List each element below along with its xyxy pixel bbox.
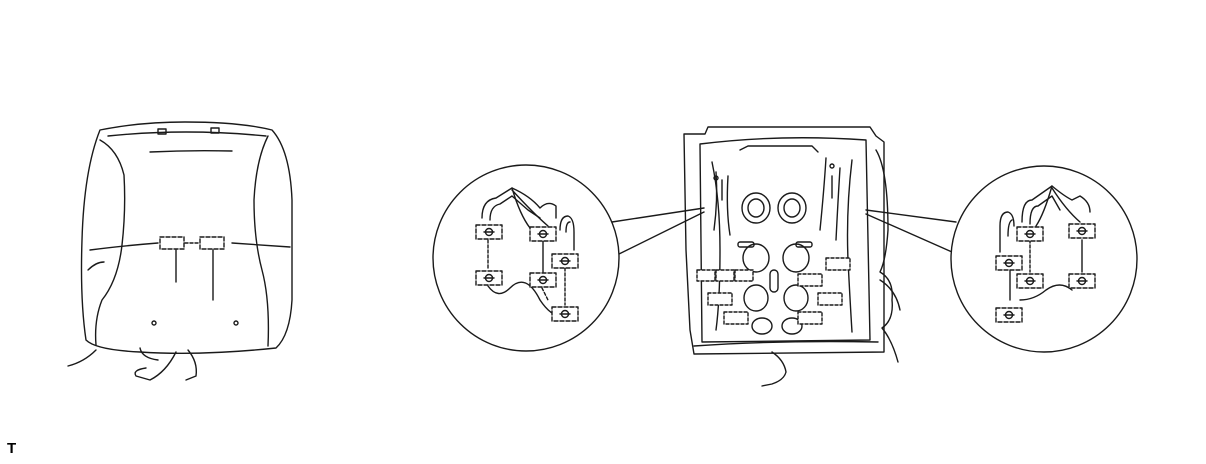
- hog-ring-clip: [1069, 224, 1095, 238]
- detail-wire: [512, 188, 548, 228]
- detail-wire: [482, 188, 556, 218]
- frame-slot: [770, 270, 778, 292]
- bottom-edge: [694, 342, 878, 347]
- seatback-frame-rear: [684, 127, 900, 386]
- cover-outline: [82, 122, 293, 353]
- detail-wire: [1000, 212, 1014, 252]
- hog-ring-clip: [200, 237, 224, 249]
- headrest-hole-left: [158, 129, 166, 134]
- frame-opening: [784, 285, 808, 311]
- frame-opening: [742, 193, 770, 223]
- hog-ring-clip: [160, 237, 184, 249]
- hog-ring-clip: [708, 293, 732, 305]
- detail-wire: [490, 196, 540, 220]
- frame-slot: [738, 242, 754, 247]
- hog-ring-clip: [798, 274, 822, 286]
- detail-circle-left: [433, 165, 619, 351]
- hog-ring-clip: [735, 270, 753, 281]
- hog-ring-clip: [818, 293, 842, 305]
- frame-opening: [784, 199, 800, 217]
- frame-opening: [778, 193, 806, 223]
- detail-wire: [566, 222, 570, 232]
- harness-wire: [714, 172, 730, 235]
- frame-opening: [748, 199, 764, 217]
- hog-ring-clip: [716, 270, 734, 281]
- hog-ring-clip: [530, 273, 556, 287]
- side-strap: [876, 150, 898, 362]
- hog-ring-clip: [552, 307, 578, 321]
- hog-ring-clip: [1017, 274, 1043, 288]
- detail-wire: [1022, 186, 1090, 222]
- detail-wire: [1008, 220, 1012, 236]
- hog-ring-clip: [552, 254, 578, 268]
- frame-opening: [783, 244, 809, 272]
- frame-opening: [743, 244, 769, 272]
- bottom-strap: [135, 348, 196, 380]
- frame-opening: [752, 318, 772, 334]
- detail-wire: [1030, 196, 1060, 224]
- pad-left-bolster: [712, 162, 720, 330]
- frame-opening: [782, 318, 802, 334]
- hog-ring-clip: [476, 225, 502, 239]
- side-strap: [880, 280, 900, 310]
- fastener-dot: [152, 321, 156, 325]
- frame-slot: [796, 242, 812, 247]
- harness-connector: [830, 164, 834, 168]
- fastener-dot: [234, 321, 238, 325]
- bottom-strap-wire: [68, 350, 96, 366]
- detail-wire: [1036, 186, 1080, 226]
- hog-ring-clip: [996, 256, 1022, 270]
- detail-wire: [1010, 270, 1072, 300]
- bottom-cable: [762, 352, 786, 386]
- hog-ring-clip: [530, 227, 556, 241]
- cover-top-edge: [108, 132, 266, 136]
- hog-ring-clip: [826, 258, 850, 270]
- cover-waist-seam: [90, 243, 290, 250]
- corner-label: T: [7, 440, 17, 457]
- magnifier-circle: [433, 165, 619, 351]
- callout-leaders: [612, 208, 956, 254]
- hog-ring-clip: [1069, 274, 1095, 288]
- hog-ring-clip: [724, 312, 748, 324]
- detail-circle-right: [951, 166, 1137, 352]
- headrest-hole-right: [211, 128, 219, 133]
- harness-connector: [714, 176, 718, 180]
- frame-inner-rim: [700, 138, 870, 342]
- cover-upper-seam: [150, 151, 232, 152]
- magnifier-circle: [951, 166, 1137, 352]
- cover-left-bolster: [96, 140, 125, 345]
- detail-wire: [560, 216, 574, 250]
- hog-ring-clip: [1017, 227, 1043, 241]
- hog-ring-clip: [697, 270, 715, 281]
- cover-right-bolster: [254, 136, 268, 346]
- hog-ring-clip: [996, 308, 1022, 322]
- hog-ring-clip: [476, 271, 502, 285]
- seatback-cover-front: [68, 122, 292, 380]
- pad-right-bolster: [848, 160, 853, 332]
- hog-ring-clip: [798, 312, 822, 324]
- frame-opening: [744, 285, 768, 311]
- frame-outline: [684, 127, 884, 354]
- cover-lower-seam: [88, 262, 104, 270]
- detail-wire: [542, 288, 548, 300]
- harness-wire: [820, 158, 840, 240]
- frame-top-slot: [740, 146, 818, 152]
